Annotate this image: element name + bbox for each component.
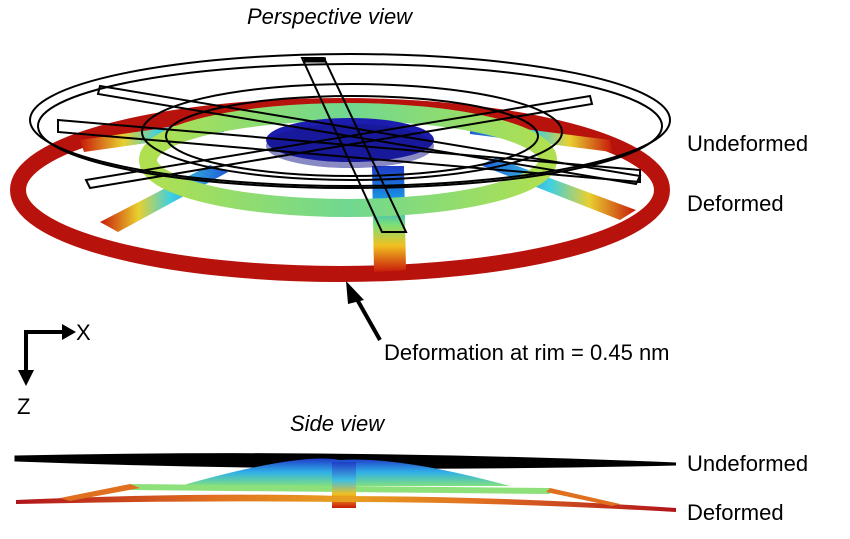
x-arrow-icon [62, 324, 76, 340]
deformed-spoke-left-front [100, 165, 228, 232]
x-axis-label: X [76, 320, 91, 345]
deformed-structure [10, 98, 670, 282]
wire-inner-ring [141, 83, 563, 181]
side-view-drawing [14, 453, 677, 512]
wire-outer-rim-bottom [37, 63, 663, 189]
deformed-spoke-front [372, 166, 406, 272]
rim-deformation-annotation: Deformation at rim = 0.45 nm [384, 340, 670, 365]
wire-inner-ring-2 [165, 95, 539, 177]
wire-spoke-horizontal [57, 118, 641, 184]
side-undeformed-label: Undeformed [687, 451, 809, 476]
perspective-deformed-label: Deformed [687, 191, 784, 216]
wire-outer-rim-top [29, 53, 671, 187]
z-axis-label: Z [17, 394, 31, 419]
rim-annotation-arrow [346, 281, 382, 341]
axis-indicator [18, 324, 76, 386]
side-deformed-rim [16, 494, 676, 512]
side-deformed-label: Deformed [687, 500, 784, 525]
perspective-undeformed-label: Undeformed [687, 131, 809, 156]
wire-spoke-diag-right [96, 84, 642, 186]
wire-spoke-diag-left [84, 94, 594, 190]
side-view-title: Side view [290, 411, 385, 436]
undeformed-wireframe [29, 53, 671, 233]
deformed-spoke-right-front [480, 158, 636, 220]
z-arrow-icon [18, 370, 34, 386]
perspective-view-title: Perspective view [247, 4, 413, 29]
